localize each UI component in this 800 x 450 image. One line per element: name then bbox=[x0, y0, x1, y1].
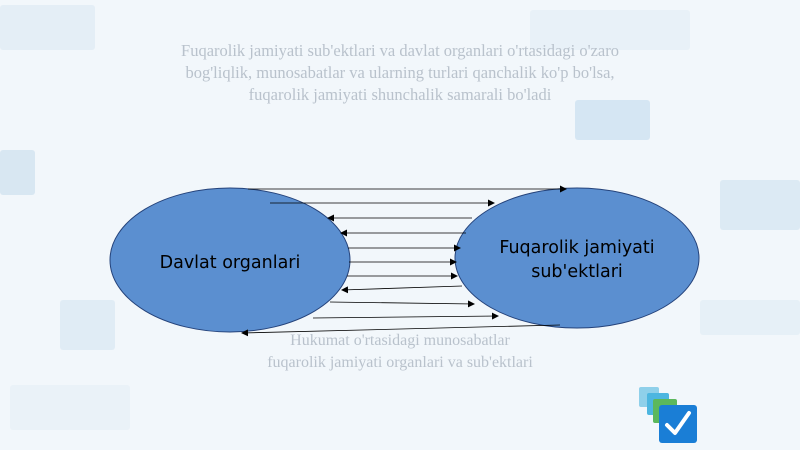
caption-line: Hukumat o'rtasidagi munosabatlar bbox=[290, 332, 510, 349]
fuqarolik-jamiyati-label: Fuqarolik jamiyati sub'ektlari bbox=[499, 238, 655, 282]
fuqarolik-jamiyati-node bbox=[454, 187, 700, 329]
background-tile bbox=[575, 100, 650, 140]
checkmark-logo-icon bbox=[637, 385, 699, 445]
heading-line: bog'liqlik, munosabatlar va ularning tur… bbox=[185, 63, 615, 82]
slide-heading: Fuqarolik jamiyati sub'ektlari va davlat… bbox=[95, 40, 705, 106]
background-tile bbox=[0, 5, 95, 50]
arrow-to-right bbox=[312, 312, 499, 320]
background-tile bbox=[720, 180, 800, 230]
background-tile bbox=[530, 10, 690, 50]
arrow-to-left bbox=[241, 324, 561, 337]
diagram-caption: Hukumat o'rtasidagi munosabatlar fuqarol… bbox=[180, 330, 620, 374]
background-tile bbox=[60, 300, 115, 350]
relation-arrows bbox=[241, 185, 567, 337]
arrow-to-left bbox=[341, 285, 463, 294]
background-tile bbox=[700, 300, 800, 335]
heading-line: Fuqarolik jamiyati sub'ektlari va davlat… bbox=[181, 41, 619, 60]
arrow-to-right bbox=[329, 300, 475, 308]
davlat-organlari-label: Davlat organlari bbox=[159, 253, 301, 273]
heading-line: fuqarolik jamiyati shunchalik samarali b… bbox=[248, 85, 552, 104]
caption-line: fuqarolik jamiyati organlari va sub'ektl… bbox=[267, 354, 533, 371]
background-tile bbox=[0, 150, 35, 195]
davlat-organlari-node bbox=[109, 187, 351, 333]
background-tile bbox=[10, 385, 130, 430]
